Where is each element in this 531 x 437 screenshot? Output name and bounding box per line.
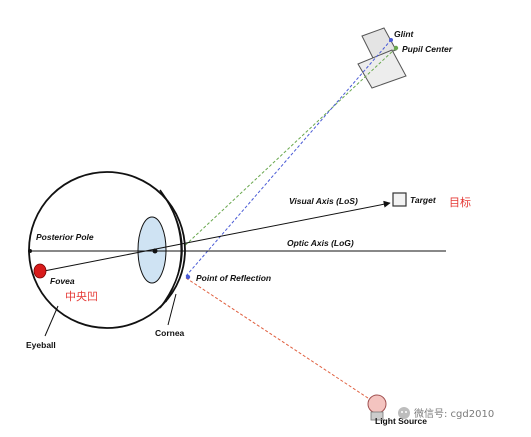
target-label: Target: [410, 195, 437, 205]
wechat-icon-eye-right: [405, 411, 407, 413]
pupil-center-label: Pupil Center: [402, 44, 453, 54]
point-of-reflection-label: Point of Reflection: [196, 273, 271, 283]
pupil-center-marker: [393, 45, 399, 51]
camera: [357, 27, 407, 89]
watermark-text: 微信号: cgd2010: [414, 407, 494, 420]
light-source-base: [370, 411, 384, 421]
cornea-label: Cornea: [155, 328, 185, 338]
target-box: [392, 192, 407, 207]
posterior-pole-marker: [28, 249, 32, 253]
eyeball-label: Eyeball: [26, 340, 56, 350]
light-source-label: Light Source: [375, 416, 427, 426]
eyeball-leader: [44, 305, 59, 337]
point-of-reflection-marker: [185, 274, 191, 280]
light-source: [367, 394, 387, 421]
fovea-marker: [33, 263, 47, 279]
target-cn-label: 目标: [449, 195, 471, 209]
pupil-ray: [177, 47, 397, 253]
glint-marker: [389, 38, 393, 42]
wechat-icon-eye-left: [401, 411, 403, 413]
light-source-bulb: [367, 394, 387, 414]
visual-axis-label: Visual Axis (LoS): [289, 196, 358, 206]
wechat-icon: [398, 407, 410, 419]
cornea-leader: [167, 293, 177, 326]
glint-label: Glint: [394, 29, 415, 39]
watermark: 微信号: cgd2010: [398, 407, 494, 420]
visual-axis-line: [43, 200, 391, 272]
light-ray: [185, 277, 375, 403]
fovea-cn-label: 中央凹: [65, 290, 98, 303]
posterior-pole-label: Posterior Pole: [36, 232, 94, 242]
camera-body-front: [357, 49, 407, 89]
fovea-label: Fovea: [50, 276, 75, 286]
cornea-inner: [165, 197, 182, 303]
optic-axis-label: Optic Axis (LoG): [287, 238, 354, 248]
nodal-point: [152, 248, 158, 254]
